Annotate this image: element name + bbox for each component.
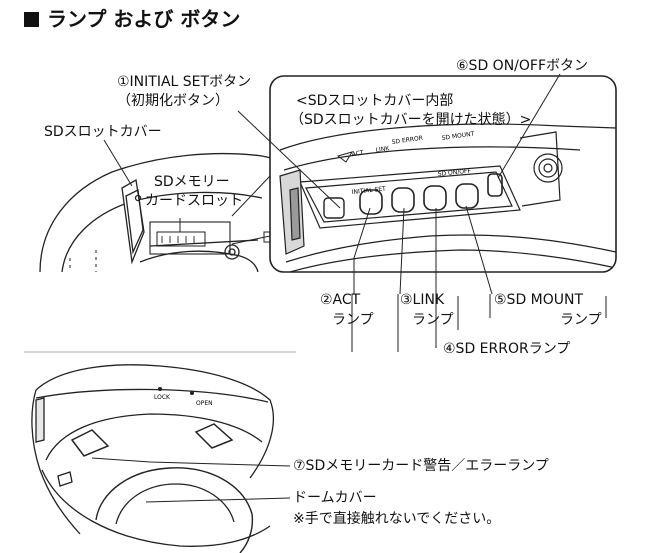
sd-slot-cover-flap — [121, 178, 145, 265]
inset-caption: <SDスロットカバー内部 — [296, 93, 454, 109]
mark-lock: LOCK — [154, 394, 171, 401]
mark-initial-set: INITIAL SET — [351, 185, 386, 196]
mark-link: LINK — [375, 145, 390, 154]
inset-caption-sub: （SDスロットカバーを開けた状態）> — [290, 112, 532, 128]
slot-contacts — [161, 236, 195, 243]
mark-sd-onoff: SD ON/OFF — [437, 168, 471, 178]
label-dome-cover: ドームカバー — [293, 490, 377, 506]
label-sd-card-slot: SDメモリー — [154, 174, 230, 190]
dome-camera-view — [31, 364, 275, 553]
camera-top-view — [39, 152, 301, 273]
leader-lines — [24, 73, 607, 503]
label-sd-slot-cover: SDスロットカバー — [44, 124, 162, 140]
label-link-lamp: ③LINK — [400, 292, 445, 308]
label-act-lamp: ②ACT — [320, 292, 361, 308]
label-act-lamp-sub: ランプ — [332, 312, 374, 328]
label-link-lamp-sub: ランプ — [412, 312, 454, 328]
label-sd-error-lamp: ④SD ERRORランプ — [443, 341, 571, 357]
mark-act: ACT — [351, 149, 364, 158]
mark-sd-error: SD ERROR — [391, 135, 423, 146]
title-square-icon — [24, 12, 39, 27]
mark-open: OPEN — [196, 400, 213, 407]
label-sd-mount-lamp: ⑤SD MOUNT — [494, 292, 584, 308]
label-dome-cover-note: ※手で直接触れないでください。 — [293, 511, 501, 527]
label-sd-card-warning-lamp: ⑦SDメモリーカード警告／エラーランプ — [293, 458, 549, 474]
page-title: ランプ および ボタン — [24, 6, 240, 32]
label-sd-card-slot-sub: カードスロット — [145, 193, 243, 209]
title-text: ランプ および ボタン — [47, 7, 241, 31]
label-sd-onoff-button: ⑥SD ON/OFFボタン — [456, 58, 589, 74]
label-initial-set-button: ①INITIAL SETボタン — [117, 74, 252, 90]
label-initial-set-button-sub: （初期化ボタン） — [117, 93, 229, 109]
mark-sd-mount: SD MOUNT — [441, 130, 475, 142]
label-sd-mount-lamp-sub: ランプ — [560, 312, 602, 328]
